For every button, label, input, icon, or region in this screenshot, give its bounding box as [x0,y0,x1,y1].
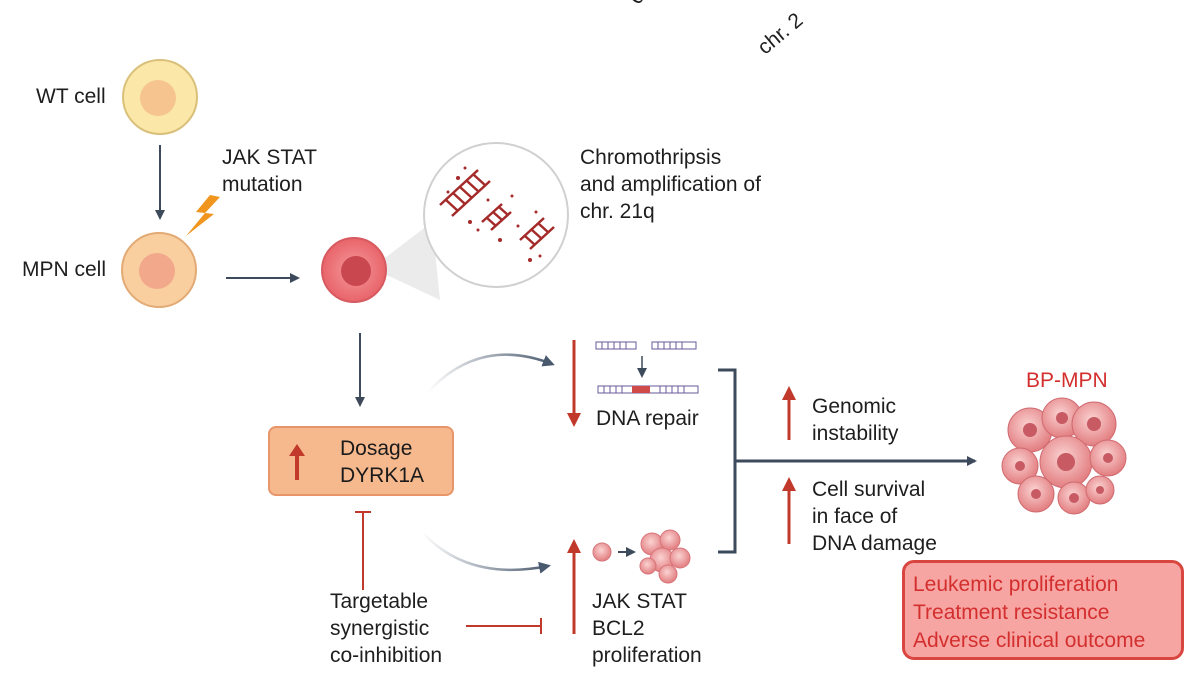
cell-survival-label: Cell survival in face of DNA damage [812,478,937,555]
chromothripsis-label: Chromothripsis and amplification of chr.… [580,146,761,223]
proliferation-icon [592,529,691,584]
wt-cell-icon [122,59,198,135]
mutation-label: JAK STAT mutation [222,146,317,196]
mpn-cell-icon [121,232,197,308]
curve-to-jak-arrow [421,531,551,574]
zoom-cone [372,222,440,300]
dosage-label: Dosage [340,437,413,460]
wt-cell-label: WT cell [36,85,106,108]
mpn-cell-label: MPN cell [22,258,107,281]
chromosome-zoom-icon [423,142,569,288]
jak-inhibition-line [466,618,542,634]
lightning-icon [186,195,220,236]
outcome-item: Adverse clinical outcome [913,629,1146,652]
dna-repair-icon [595,341,699,394]
outcomes-box: Leukemic proliferation Treatment resista… [902,560,1184,660]
jak-stat-bcl2-label: JAK STAT BCL2 proliferation [592,590,702,667]
dna-repair-label: DNA repair [596,407,699,430]
dyrk1a-label: DYRK1A [340,464,425,487]
bp-mpn-tumor-icon [1001,397,1127,515]
dyrk1a-inhibition-line [355,511,371,590]
co-inhibition-label: Targetable synergistic co-inhibition [330,590,443,667]
outcome-item: Treatment resistance [913,601,1110,624]
up-arrow-icon [289,444,305,480]
bracket [718,368,737,554]
genomic-instability-label: Genomic instability [812,395,899,445]
curve-to-dna-repair-arrow [427,353,555,393]
mutant-cell-icon [321,237,387,303]
bp-mpn-label: BP-MPN [1026,369,1108,392]
outcome-item: Leukemic proliferation [913,573,1119,596]
dosage-dyrk1a-box: Dosage DYRK1A [268,426,454,496]
